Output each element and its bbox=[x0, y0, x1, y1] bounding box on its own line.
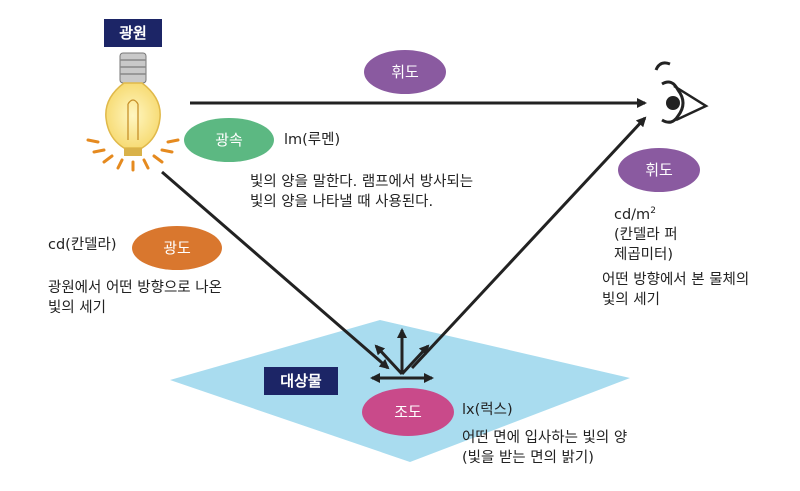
illuminance-description: 어떤 면에 입사하는 빛의 양 (빛을 받는 면의 밝기) bbox=[462, 428, 627, 468]
luminance-unit-sup: 2 bbox=[650, 206, 656, 216]
light-bulb-icon bbox=[86, 52, 180, 172]
luminance-unit-name2: 제곱미터) bbox=[614, 246, 674, 263]
flux-desc-line2: 빛의 양을 나타낼 때 사용된다. bbox=[250, 194, 434, 210]
flux-description: 빛의 양을 말한다. 램프에서 방사되는 빛의 양을 나타낼 때 사용된다. bbox=[250, 172, 473, 212]
illuminance-ellipse: 조도 bbox=[362, 388, 454, 436]
flux-arrows bbox=[161, 98, 647, 370]
luminance-unit: cd/m2 bbox=[614, 201, 678, 225]
luminance-unit-block: cd/m2 (칸델라 퍼 제곱미터) bbox=[614, 201, 678, 265]
illuminance-unit: lx(럭스) bbox=[462, 402, 513, 418]
target-label: 대상물 bbox=[264, 367, 338, 395]
luminance-desc-line1: 어떤 방향에서 본 물체의 bbox=[602, 272, 750, 288]
flux-desc-line1: 빛의 양을 말한다. 램프에서 방사되는 bbox=[250, 174, 474, 190]
intensity-description: 광원에서 어떤 방향으로 나온 빛의 세기 bbox=[48, 278, 222, 318]
illuminance-desc-line2: (빛을 받는 면의 밝기) bbox=[462, 450, 594, 466]
light-source-label: 광원 bbox=[104, 19, 162, 47]
eye-icon bbox=[654, 61, 709, 124]
luminance-unit-main: cd/m bbox=[614, 206, 651, 223]
flux-unit: lm(루멘) bbox=[284, 132, 341, 148]
luminance-desc-line2: 빛의 세기 bbox=[602, 292, 660, 308]
luminance-ellipse-top: 휘도 bbox=[364, 50, 446, 94]
flux-ellipse: 광속 bbox=[184, 118, 274, 162]
intensity-unit: cd(칸델라) bbox=[48, 237, 117, 253]
intensity-desc-line1: 광원에서 어떤 방향으로 나온 bbox=[48, 280, 222, 296]
luminance-description: 어떤 방향에서 본 물체의 빛의 세기 bbox=[602, 270, 749, 310]
illuminance-desc-line1: 어떤 면에 입사하는 빛의 양 bbox=[462, 430, 628, 446]
intensity-ellipse: 광도 bbox=[132, 226, 222, 270]
luminance-unit-name1: (칸델라 퍼 bbox=[614, 226, 678, 243]
reflection-arrows bbox=[370, 328, 434, 383]
intensity-desc-line2: 빛의 세기 bbox=[48, 300, 106, 316]
luminance-ellipse-right: 휘도 bbox=[618, 148, 700, 192]
